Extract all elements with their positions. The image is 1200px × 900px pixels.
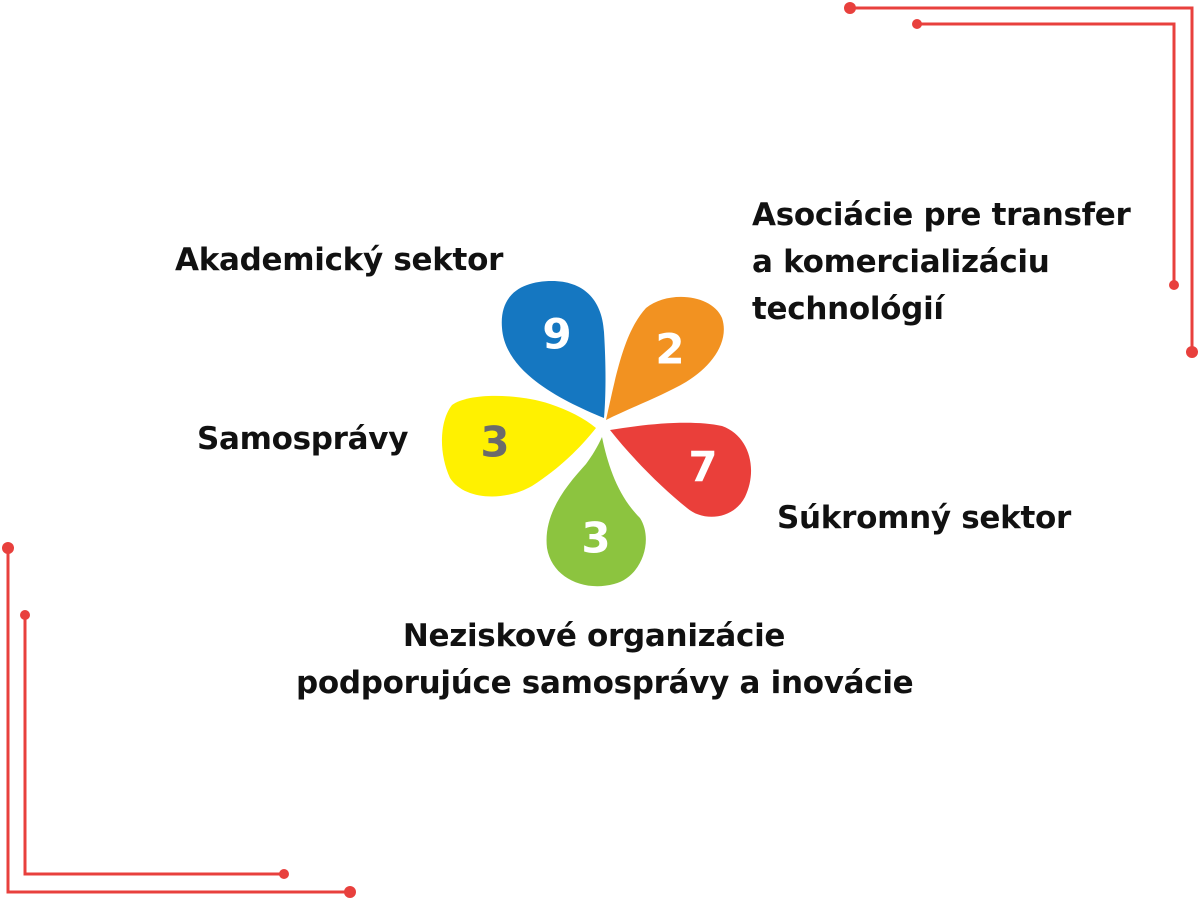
petal-private bbox=[610, 422, 752, 517]
petal-number-municipalities: 3 bbox=[480, 418, 509, 467]
label-academic-sector: Akademický sektor bbox=[175, 242, 504, 278]
petal-academic bbox=[501, 281, 606, 418]
label-nonprofit-line-1: Neziskové organizácie bbox=[402, 618, 786, 654]
top-right-frame-dots bbox=[844, 2, 1198, 358]
petal-number-academic: 9 bbox=[542, 310, 571, 359]
petal-number-private: 7 bbox=[688, 443, 717, 492]
label-nonprofit-line-2: podporujúce samosprávy a inovácie bbox=[296, 665, 914, 701]
petal-nonprofit bbox=[546, 437, 646, 587]
label-nonprofit: Neziskové organizácie podporujúce samosp… bbox=[296, 613, 914, 707]
petal-associations bbox=[606, 296, 724, 420]
label-private-sector: Súkromný sektor bbox=[777, 500, 1071, 536]
label-associations-line-2: a komercializáciu bbox=[752, 244, 1050, 280]
label-associations-line-3: technológií bbox=[752, 291, 944, 327]
label-municipalities: Samosprávy bbox=[197, 421, 409, 457]
top-right-frame bbox=[850, 6, 1194, 352]
label-associations: Asociácie pre transfer a komercializáciu… bbox=[752, 192, 1131, 333]
petal-number-nonprofit: 3 bbox=[581, 514, 610, 563]
petal-number-associations: 2 bbox=[655, 325, 684, 374]
petal-municipalities bbox=[441, 395, 596, 497]
bottom-left-frame bbox=[6, 548, 350, 894]
bottom-left-frame-dots bbox=[2, 542, 356, 898]
label-associations-line-1: Asociácie pre transfer bbox=[752, 197, 1131, 233]
